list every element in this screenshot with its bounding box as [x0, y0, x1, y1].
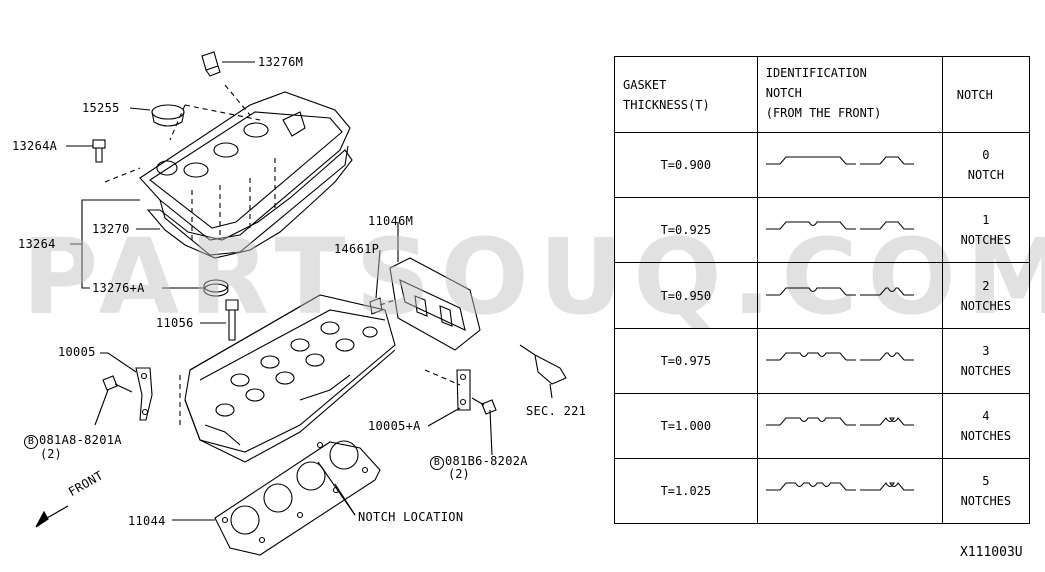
thickness-cell: T=0.900 [614, 132, 758, 199]
notch-unit: NOTCHES [960, 298, 1012, 313]
head-gasket-drawing [214, 440, 381, 556]
callout-11056: 11056 [156, 316, 194, 330]
notch-profile-icon [765, 482, 914, 491]
leader-lines [66, 61, 553, 521]
callout-13264a: 13264A [12, 139, 58, 153]
notch-count: 1 [982, 213, 990, 228]
callout-13276m: 13276M [258, 55, 304, 69]
callout-13264: 13264 [18, 237, 56, 251]
callout-11046m: 11046M [368, 214, 414, 228]
table-header-row: GASKET THICKNESS(T) IDENTIFICATION NOTCH… [614, 55, 1031, 134]
diagram-code: X111003U [960, 545, 1023, 560]
notch-count: 3 [982, 343, 990, 358]
thickness-cell: T=1.000 [614, 392, 758, 459]
notch-bump [779, 287, 847, 295]
thickness-cell: T=0.950 [614, 262, 758, 329]
callout-10005: 10005 [58, 345, 96, 359]
header-identification-notch: IDENTIFICATION NOTCH (FROM THE FRONT) [756, 55, 943, 134]
header-notch: NOTCH [941, 55, 1031, 134]
notch-bump [779, 156, 847, 165]
notch-count: 5 [982, 473, 990, 488]
header-line: GASKET [623, 77, 667, 92]
header-line: IDENTIFICATION [765, 66, 867, 80]
notch-bump [779, 221, 847, 230]
parts-illustration [35, 51, 567, 556]
header-line: (FROM THE FRONT) [765, 106, 882, 120]
cover-gasket-drawing [146, 149, 353, 259]
callout-15255: 15255 [82, 101, 120, 115]
notch-profile-cell [756, 197, 943, 264]
notch-profile-cell [756, 132, 943, 199]
cylinder-head-drawing [184, 294, 396, 463]
callout-11044: 11044 [128, 514, 166, 528]
notch-bump [879, 352, 905, 360]
notch-profile-icon [765, 156, 914, 165]
notch-bump [879, 287, 905, 295]
callout-081b6-code: 081B6-8202A [445, 454, 528, 468]
rocker-cover-drawing [139, 91, 351, 256]
notch-bump [879, 416, 905, 426]
notch-profile-icon [765, 352, 914, 361]
thickness-cell: T=0.925 [614, 197, 758, 264]
notch-bump [879, 221, 905, 230]
notch-profile-cell [756, 392, 943, 459]
gasket-notch-table: GASKET THICKNESS(T) IDENTIFICATION NOTCH… [614, 55, 1031, 525]
callout-sec221: SEC. 221 [526, 404, 587, 418]
header-line: NOTCH [765, 86, 802, 100]
thickness-cell: T=1.025 [614, 457, 758, 525]
callout-14661p: 14661P [334, 242, 380, 256]
callout-081a8-qty: (2) [40, 447, 62, 461]
callout-13276a: 13276+A [92, 281, 145, 295]
notch-count: 4 [982, 408, 990, 423]
notch-unit: NOTCHES [960, 363, 1012, 378]
notch-unit: NOTCH [967, 168, 1004, 183]
notch-profile-icon [765, 221, 914, 230]
notch-bump [779, 482, 847, 491]
notch-profile-icon [765, 287, 914, 295]
header-line: THICKNESS(T) [623, 97, 710, 112]
callout-081b6-qty: (2) [448, 467, 470, 481]
callout-081a8-code: 081A8-8201A [39, 433, 122, 447]
header-gasket-thickness: GASKET THICKNESS(T) [614, 55, 758, 134]
notch-bump [779, 352, 847, 360]
notch-profile-icon [765, 416, 914, 426]
notch-profile-cell [756, 262, 943, 329]
notch-bump [879, 482, 905, 491]
notch-unit: NOTCHES [960, 233, 1012, 248]
front-arrow-icon [35, 505, 69, 528]
notch-count: 0 [982, 148, 990, 163]
cam-sensor-bracket-drawing [389, 257, 481, 351]
callout-notch-location: NOTCH LOCATION [358, 510, 464, 524]
notch-profile-cell [756, 457, 943, 525]
notch-unit: NOTCHES [960, 493, 1012, 508]
callout-10005a: 10005+A [368, 419, 421, 433]
notch-profile-cell [756, 327, 943, 394]
notch-unit: NOTCHES [960, 428, 1012, 443]
thickness-cell: T=0.975 [614, 327, 758, 394]
notch-bump [779, 417, 847, 426]
callout-13270: 13270 [92, 222, 130, 236]
bolt-symbol-icon: B [24, 435, 38, 449]
bolt-symbol-icon: B [430, 456, 444, 470]
notch-count: 2 [982, 278, 990, 293]
notch-bump [879, 156, 905, 165]
